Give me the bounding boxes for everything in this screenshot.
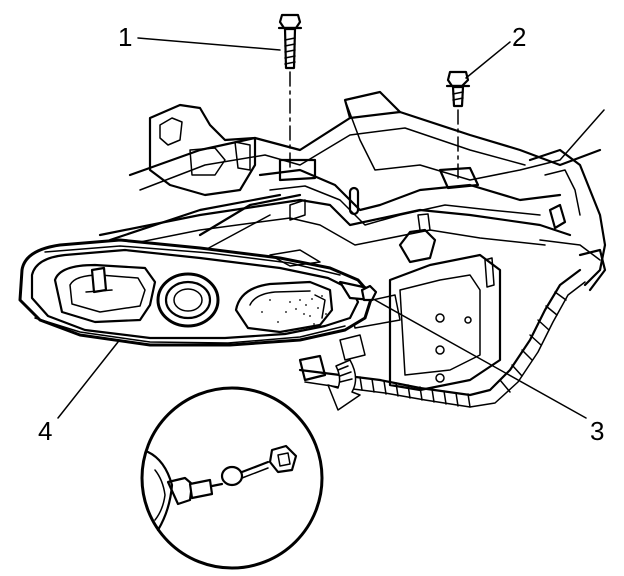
- callout-labels: 1 2 3 4: [38, 22, 604, 446]
- callout-1: 1: [118, 22, 132, 52]
- leader-1: [137, 37, 281, 51]
- callout-2: 2: [512, 22, 526, 52]
- callout-leaders: [57, 37, 587, 419]
- turn-signal-stipple: [261, 295, 327, 325]
- callout-3: 3: [590, 416, 604, 446]
- fastener-2-bolt: [445, 70, 471, 179]
- headlamp-assembly: [18, 238, 374, 347]
- radiator-support-structure: [98, 90, 607, 408]
- valance-hatching: [359, 291, 567, 408]
- leader-4: [57, 341, 119, 419]
- detail-inset: [140, 386, 324, 570]
- fastener-3-nut: [360, 284, 378, 302]
- leader-3: [374, 299, 587, 419]
- fastener-1-bolt: [277, 13, 303, 169]
- removal-direction-arrow: [327, 359, 361, 411]
- leader-2: [465, 41, 511, 79]
- callout-4: 4: [38, 416, 52, 446]
